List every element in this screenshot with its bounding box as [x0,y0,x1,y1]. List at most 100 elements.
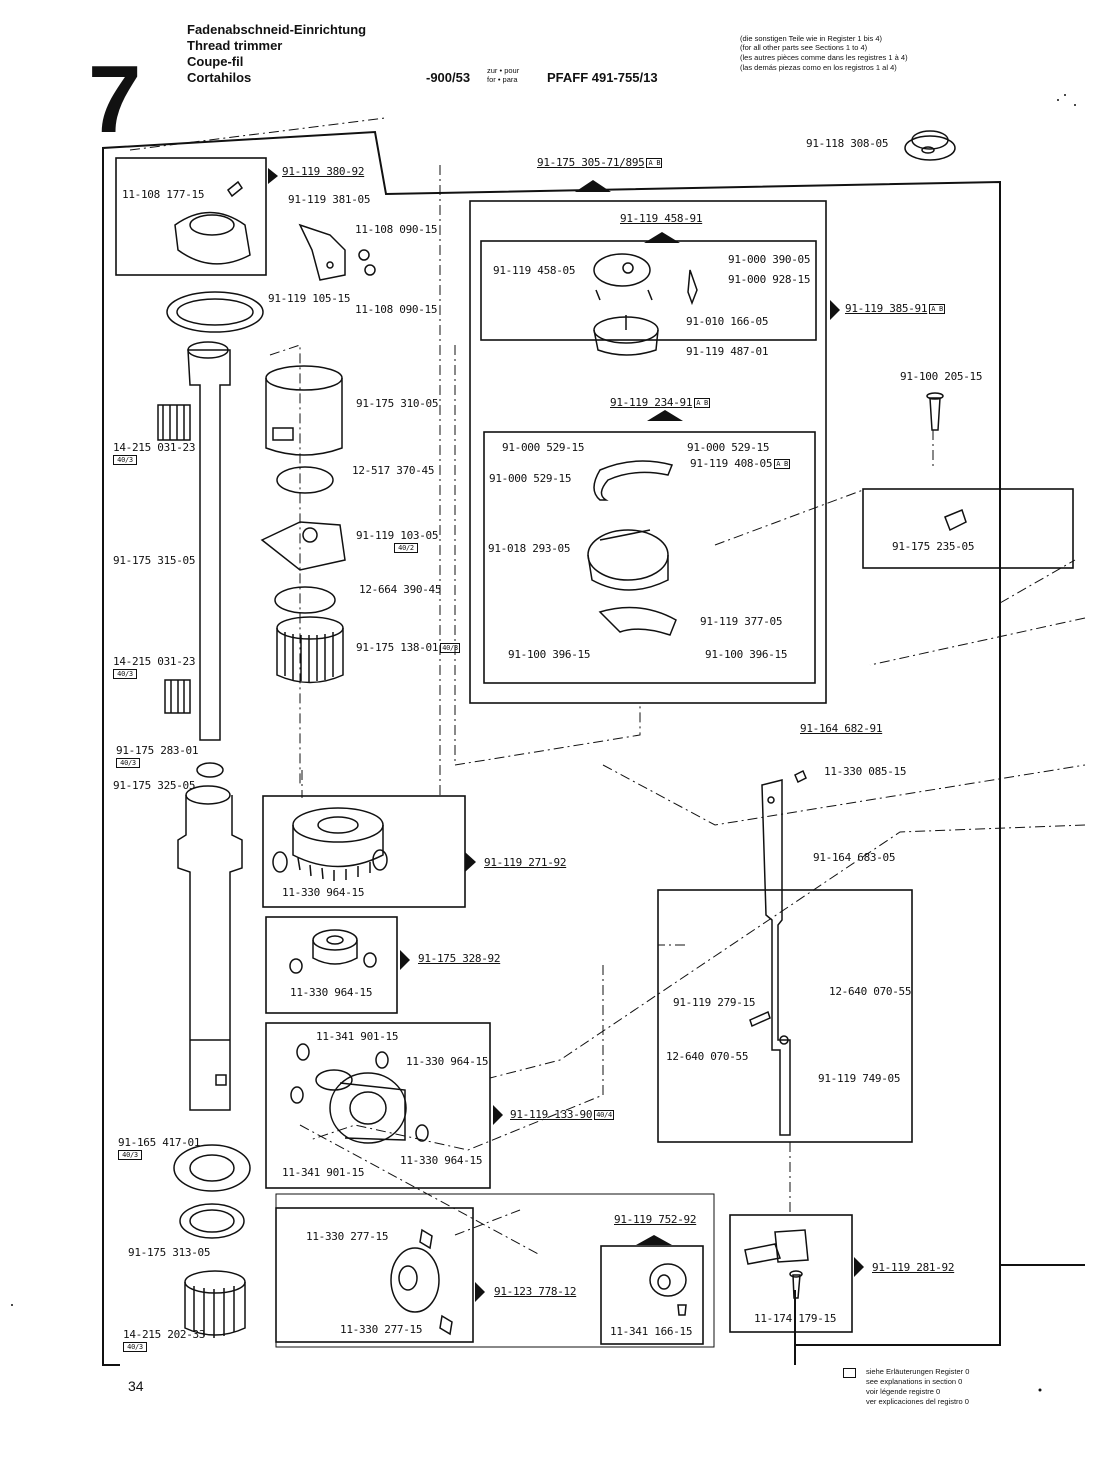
part-label: 11-330 964-15 [282,886,365,899]
note-es: (las demás piezas como en los registros … [740,63,897,72]
part-label: 91-100 396-15 [508,648,591,661]
part-label: 91-175 235-05 [892,540,975,553]
part-label: 91-119 381-05 [288,193,371,206]
for-line-1: zur • pour [487,66,520,75]
part-label: 11-330 277-15 [340,1323,423,1336]
legend-box-icon [843,1368,856,1378]
section-number: 7 [88,46,142,153]
ref-badge: 40/3 [440,643,460,653]
for-line-2: for • para [487,75,518,84]
part-label: 91-119 271-92 [484,856,567,869]
part-label: 11-341 901-15 [316,1030,399,1043]
part-label: 91-010 166-05 [686,315,769,328]
part-label: 91-175 310-05 [356,397,439,410]
part-label: 91-100 205-15 [900,370,983,383]
part-label: 11-330 964-15 [400,1154,483,1167]
part-label: 91-119 281-92 [872,1261,955,1274]
part-label: 91-123 778-12 [494,1285,577,1298]
part-label: 11-330 085-15 [824,765,907,778]
part-number: 91-119 133-90 [510,1108,593,1121]
ab-badge: A B [694,398,710,408]
part-label: 91-119 749-05 [818,1072,901,1085]
part-label: 91-175 328-92 [418,952,501,965]
part-label: 91-119 380-92 [282,165,365,178]
title-fr: Coupe-fil [187,54,244,69]
legend-en: see explanations in section 0 [866,1377,963,1386]
title-en: Thread trimmer [187,38,283,53]
part-label: 12-640 070-55 [666,1050,749,1063]
part-label: 91-000 390-05 [728,253,811,266]
part-label: 11-330 964-15 [406,1055,489,1068]
part-number: 91-119 103-05 [356,529,439,542]
legend-es: ver explicaciones del registro 0 [866,1397,969,1406]
part-number: 14-215 202-33 [123,1328,206,1341]
legend-de: siehe Erläuterungen Register 0 [866,1367,970,1376]
part-label: 91-100 396-15 [705,648,788,661]
part-label: 91-000 529-15 [687,441,770,454]
part-label: 11-330 964-15 [290,986,373,999]
box-clamp [115,157,267,276]
note-de: (die sonstigen Teile wie in Register 1 b… [740,34,883,43]
ref-badge: 40/3 [113,455,137,465]
part-label: 12-517 370-45 [352,464,435,477]
part-number: 91-119 234-91 [610,396,693,409]
part-number: 91-119 408-05 [690,457,773,470]
variant-number: -900/53 [426,70,471,85]
part-label: 11-341 901-15 [282,1166,365,1179]
ref-badge: 40/2 [394,543,418,553]
part-number: 91-175 283-01 [116,744,199,757]
part-label: 91-119 105-15 [268,292,351,305]
ref-badge: 40/3 [116,758,140,768]
part-label: 91-175 325-05 [113,779,196,792]
part-label: 91-000 529-15 [502,441,585,454]
ref-badge: 40/4 [594,1110,614,1120]
title-es: Cortahilos [187,70,252,85]
part-label: 12-664 390-45 [359,583,442,596]
part-label: 11-330 277-15 [306,1230,389,1243]
note-fr: (les autres pièces comme dans les regist… [740,53,908,62]
part-number: 91-175 305-71/895 [537,156,645,169]
legend-fr: voir légende registre 0 [866,1387,941,1396]
part-label: 91-000 529-15 [489,472,572,485]
part-label: 91-119 458-91 [620,212,703,225]
part-number: 14-215 031-23 [113,441,196,454]
ab-badge: A B [929,304,945,314]
ab-badge: A B [646,158,663,168]
title-de: Fadenabschneid-Einrichtung [187,22,367,37]
model-name: PFAFF 491-755/13 [547,70,658,85]
part-label: 11-108 090-15 [355,223,438,236]
part-label: 12-640 070-55 [829,985,912,998]
part-label: 11-341 166-15 [610,1325,693,1338]
part-label: 91-018 293-05 [488,542,571,555]
part-label: 91-164 683-05 [813,851,896,864]
part-number: 91-175 138-01 [356,641,439,654]
part-label: 91-119 487-01 [686,345,769,358]
part-label: 91-164 682-91 [800,722,883,735]
part-number: 14-215 031-23 [113,655,196,668]
part-number: 91-165 417-01 [118,1136,201,1149]
part-label: 91-119 279-15 [673,996,756,1009]
part-label: 91-175 315-05 [113,554,196,567]
part-label: 11-108 177-15 [122,188,205,201]
ab-badge: A B [774,459,790,469]
part-number: 91-119 385-91 [845,302,928,315]
part-label: 91-175 313-05 [128,1246,211,1259]
ref-badge: 40/3 [113,669,137,679]
part-label: 11-174 179-15 [754,1312,837,1325]
ref-badge: 40/3 [123,1342,147,1352]
part-label: 91-118 308-05 [806,137,889,150]
part-label: 91-119 752-92 [614,1213,697,1226]
part-label: 91-119 377-05 [700,615,783,628]
page-number: 34 [128,1378,144,1394]
